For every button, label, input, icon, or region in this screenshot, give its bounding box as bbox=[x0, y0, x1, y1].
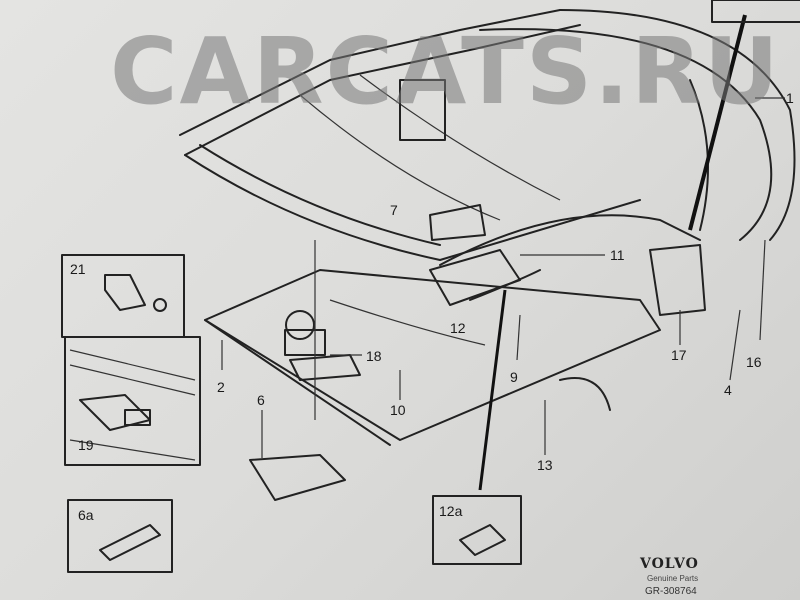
callout-12: 12 bbox=[450, 320, 466, 336]
callout-17: 17 bbox=[671, 347, 687, 363]
callout-11: 11 bbox=[610, 247, 625, 263]
side-frame bbox=[439, 0, 800, 316]
diagram-code: GR-308764 bbox=[645, 586, 697, 597]
callout-13: 13 bbox=[537, 457, 553, 473]
latch-mechanism bbox=[399, 79, 446, 141]
headliner bbox=[204, 269, 661, 501]
leader-lines bbox=[221, 97, 785, 458]
callout-19: 19 bbox=[78, 437, 94, 453]
callout-10: 10 bbox=[390, 402, 406, 418]
callout-6: 6 bbox=[257, 392, 265, 408]
callout-21: 21 bbox=[70, 261, 86, 277]
callout-18: 18 bbox=[366, 348, 382, 364]
inset-19 bbox=[64, 336, 201, 466]
callout-16: 16 bbox=[746, 354, 762, 370]
callout-12a: 12a bbox=[439, 503, 463, 519]
genuine-parts-label: Genuine Parts bbox=[647, 574, 699, 583]
callout-6a: 6a bbox=[78, 507, 94, 523]
callout-1: 1 bbox=[786, 90, 794, 106]
callout-9: 9 bbox=[510, 369, 518, 385]
callout-7: 7 bbox=[390, 202, 398, 218]
inset-6a bbox=[67, 499, 173, 573]
callout-4: 4 bbox=[724, 382, 732, 398]
inset-12a bbox=[432, 495, 522, 565]
volvo-logo: VOLVO bbox=[640, 556, 699, 572]
callout-2: 2 bbox=[217, 379, 225, 395]
roof-panel bbox=[179, 9, 641, 306]
watermark: CARCATS.RU bbox=[110, 18, 781, 125]
